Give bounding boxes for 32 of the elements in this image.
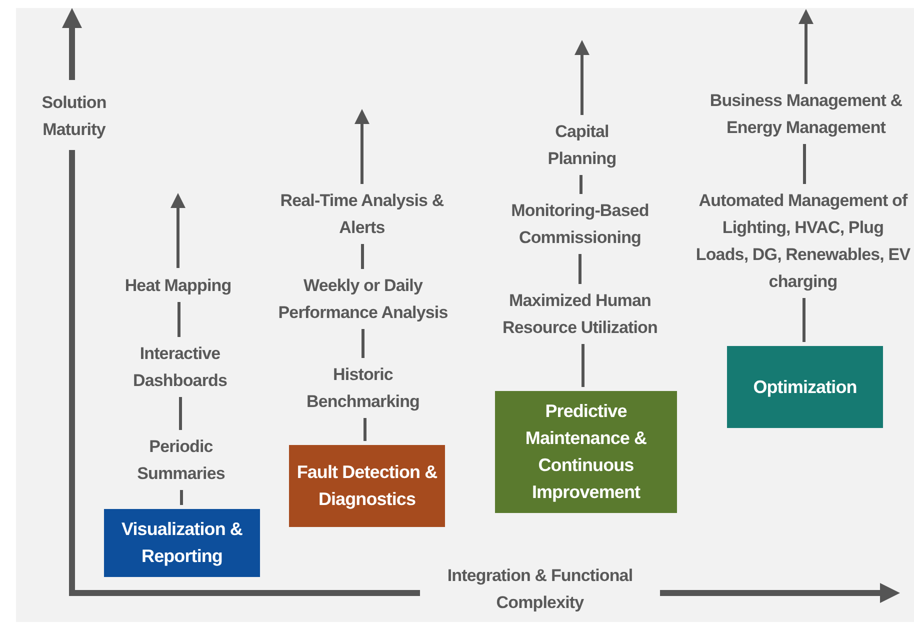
category-box: Optimization (727, 346, 883, 428)
arrow (798, 9, 814, 84)
connector-line (803, 144, 806, 184)
axis-label: Solution Maturity (40, 92, 108, 141)
category-box: Fault Detection & Diagnostics (289, 445, 445, 527)
axis-label: Integration & Functional Complexity (446, 565, 634, 614)
connector-line (361, 244, 364, 269)
capability-label: Weekly or Daily Performance Analysis (263, 273, 463, 325)
capability-label: Maximized Human Resource Utilization (488, 288, 672, 340)
capability-label: Monitoring-Based Commissioning (495, 198, 665, 250)
connector-line (179, 397, 182, 430)
connector-line (178, 302, 180, 337)
connector-line (578, 254, 582, 284)
capability-label: Interactive Dashboards (115, 341, 245, 393)
connector-line (362, 329, 364, 358)
capability-label: Heat Mapping (108, 272, 248, 298)
connector-line (180, 490, 183, 505)
connector-line (364, 418, 366, 441)
capability-label: Real-Time Analysis & Alerts (267, 188, 457, 240)
connector-line (582, 344, 584, 387)
arrow (170, 193, 186, 268)
category-box: Visualization & Reporting (104, 509, 260, 577)
arrow (354, 109, 370, 184)
connector-line (802, 298, 806, 342)
connector-line (580, 175, 582, 194)
capability-label: Capital Planning (522, 119, 642, 171)
arrow (574, 40, 590, 115)
capability-label: Historic Benchmarking (293, 362, 433, 414)
capability-label: Business Management & Energy Management (703, 88, 909, 140)
capability-label: Periodic Summaries (121, 434, 241, 486)
category-box: Predictive Maintenance & Continuous Improvement (495, 391, 677, 513)
capability-label: Automated Management of Lighting, HVAC, Plug Loads, DG, Renewables, EV charging (695, 188, 911, 294)
